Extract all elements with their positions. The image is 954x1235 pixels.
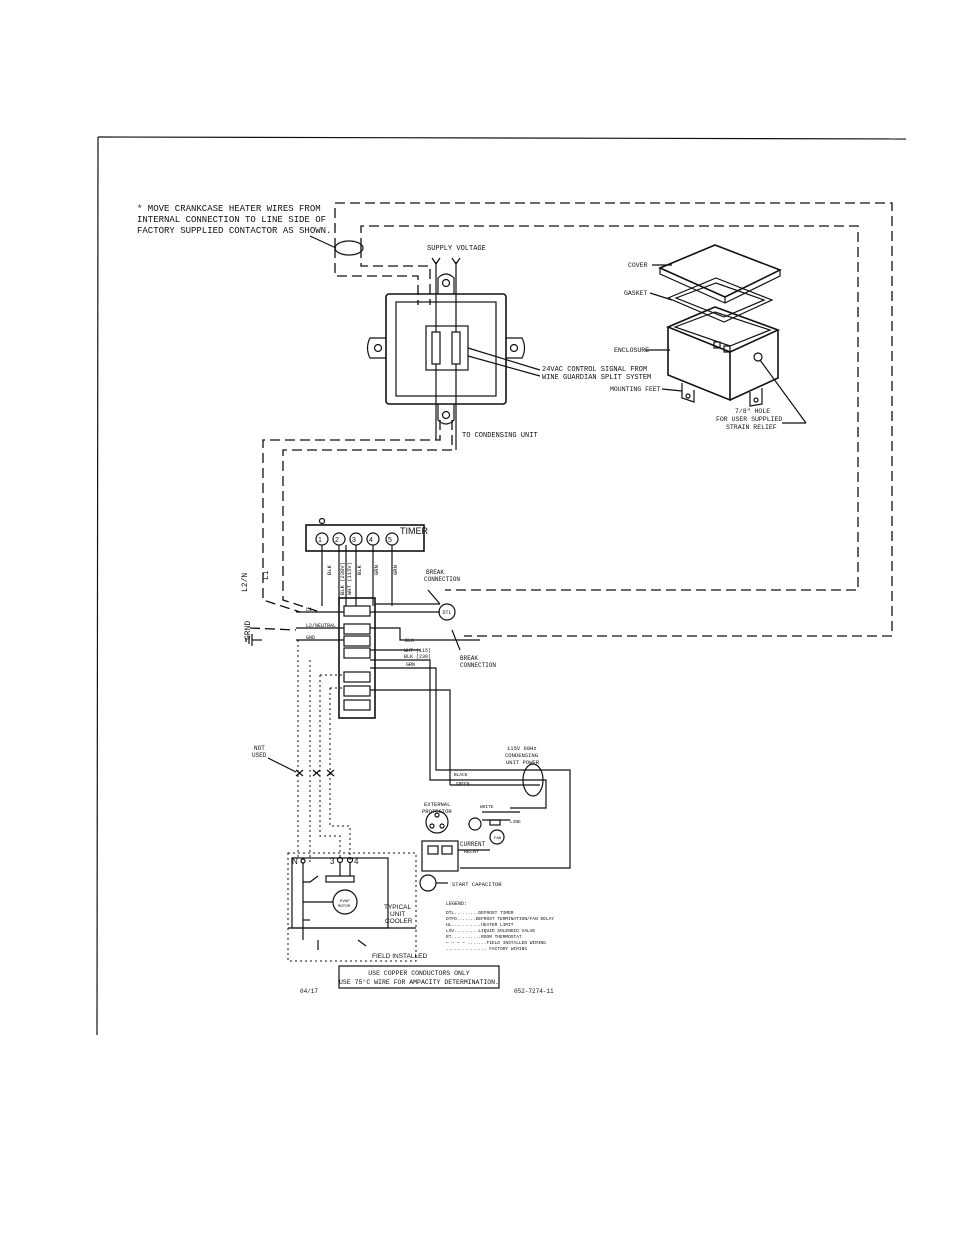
wire-wht-label: WHT (115) (404, 648, 431, 654)
timer-wire-2: BLK (230V) (339, 562, 346, 595)
not-used-label-2: USED (252, 752, 267, 759)
grnd-label: GRND (244, 621, 253, 640)
to-condensing-unit-label: TO CONDENSING UNIT (462, 432, 538, 440)
field-wiring-dashed (249, 202, 893, 637)
terminal-label-l2: L2/NEUTRAL (306, 623, 336, 629)
footer-date: 04/17 (300, 988, 318, 995)
enclosure-label: ENCLOSURE (614, 347, 649, 354)
break-conn-bottom-2: CONNECTION (460, 662, 496, 669)
hole-label-3: STRAIN RELIEF (726, 424, 777, 431)
typical-label-3: COOLER (385, 918, 413, 925)
legend-item-3: HL...........HEATER LIMIT (446, 922, 514, 928)
unit-cooler (287, 852, 417, 962)
external-protector-symbol (468, 817, 482, 831)
external-protector-label-1: EXTERNAL (424, 801, 450, 808)
junction-box (366, 257, 541, 450)
gasket-label: GASKET (624, 290, 648, 297)
current-relay-label-2: RELAY (464, 849, 479, 855)
l1-label: L1 (262, 570, 271, 580)
wire-grn-label: GRN (406, 662, 415, 668)
fan-symbol (489, 829, 505, 845)
hole-label-2: FOR USER SUPPLIED (716, 416, 782, 423)
current-relay-label-1: CURRENT (460, 841, 486, 848)
condensing-unit (419, 763, 571, 892)
timer-wire-3: WHT (115V) (346, 562, 353, 595)
field-installed-label: FIELD INSTALLED (372, 953, 427, 960)
legend-item-5: RT...........ROOM THERMOSTAT (446, 934, 522, 940)
cooler-n-label: N (292, 857, 298, 866)
terminal-label-gnd: GND (306, 635, 315, 641)
note-line-2: INTERNAL CONNECTION TO LINE SIDE OF (137, 215, 326, 225)
control-signal-label-2: WINE GUARDIAN SPLIT SYSTEM (542, 374, 651, 382)
enclosure-exploded-view (645, 244, 807, 424)
timer-terminal-2: 2 (335, 537, 339, 544)
note-line-3: FACTORY SUPPLIED CONTACTOR AS SHOWN. (137, 226, 331, 236)
terminal-label-l1: L1 (306, 607, 312, 613)
start-capacitor-symbol (419, 874, 437, 892)
wire-blk230-label: BLK (230) (404, 654, 431, 660)
external-protector-label-2: PROTECTOR (422, 808, 452, 815)
timer-terminal-5: 5 (388, 537, 392, 544)
wire-line-label: LINE (510, 819, 521, 825)
timer-label: TIMER (400, 526, 428, 536)
typical-label-2: UNIT (390, 911, 405, 918)
cond-power-label-3: UNIT POWER (506, 759, 540, 766)
timer-wire-6: GRN (392, 565, 399, 575)
legend-item-6: — — — — .......FIELD INSTALLED WIRING (445, 940, 546, 946)
dtl-symbol (438, 603, 456, 621)
timer-terminal-1: 1 (318, 537, 322, 544)
note-line-1: * MOVE CRANKCASE HEATER WIRES FROM (137, 204, 321, 214)
evap-motor-label-1: EVAP (340, 900, 350, 904)
break-conn-top-2: CONNECTION (424, 576, 460, 583)
cooler-3-label: 3 (330, 857, 335, 866)
cond-power-label-2: CONDENSING (505, 752, 538, 759)
legend-title: LEGEND: (446, 901, 467, 907)
timer-wire-1: BLK (326, 564, 333, 575)
supply-voltage-label: SUPPLY VOLTAGE (427, 245, 486, 253)
fan-label: FAN (494, 837, 502, 841)
wire-blk-label: BLK (405, 638, 414, 644)
page-left-rule (96, 136, 99, 1036)
hole-label-1: 7/8" HOLE (735, 408, 770, 415)
page-top-rule (97, 136, 907, 140)
footer-notice-box: USE COPPER CONDUCTORS ONLY USE 75°C WIRE… (338, 965, 500, 989)
start-capacitor-label: START CAPACITOR (452, 881, 502, 888)
footer-part-number: 052-7274-11 (514, 988, 554, 995)
wire-white-label: WHITE (480, 804, 494, 810)
legend-item-4: LSV.........LIQUID SOLENOID VALVE (446, 928, 535, 934)
timer-wire-5: GRN (373, 565, 380, 575)
ground-symbol (245, 634, 262, 646)
l2n-label: L2/N (241, 573, 250, 592)
cond-power-label-1: 115V 60Hz (507, 745, 537, 752)
not-used-label-1: NOT (254, 745, 265, 752)
cooler-4-label: 4 (354, 857, 359, 866)
terminal-board (296, 589, 480, 785)
legend-item-2: DTFD.......DEFROST TERMINATION/FAN DELAY (446, 916, 554, 922)
timer-wires (321, 545, 393, 606)
timer-terminal-3: 3 (352, 537, 356, 544)
evap-motor-label-2: MOTOR (338, 905, 351, 909)
legend: LEGEND: DTL.........DEFROST TIMER DTFD..… (445, 901, 554, 952)
wire-black-label: BLACK (454, 772, 468, 778)
cover-label: COVER (628, 262, 648, 269)
mounting-feet-label: MOUNTING FEET (610, 386, 661, 393)
timer-wire-4: BLK (356, 564, 363, 575)
break-conn-bottom-1: BREAK (460, 655, 478, 662)
break-conn-top-1: BREAK (426, 569, 444, 576)
footer-box-line-2: USE 75°C WIRE FOR AMPACITY DETERMINATION… (339, 978, 499, 986)
dtl-label: DTL (442, 610, 451, 616)
typical-label-1: TYPICAL (384, 904, 411, 911)
timer-terminal-4: 4 (369, 537, 373, 544)
crankcase-wire-marker (334, 240, 364, 256)
factory-wiring-dotted (267, 640, 351, 862)
legend-item-1: DTL.........DEFROST TIMER (446, 910, 514, 916)
crankcase-heater-note: * MOVE CRANKCASE HEATER WIRES FROM INTER… (137, 204, 364, 256)
wire-green-label: GREEN (456, 781, 470, 787)
control-signal-label-1: 24VAC CONTROL SIGNAL FROM (542, 366, 647, 374)
legend-item-7: ............... FACTORY WIRING (446, 946, 527, 952)
footer-box-line-1: USE COPPER CONDUCTORS ONLY (368, 970, 470, 977)
